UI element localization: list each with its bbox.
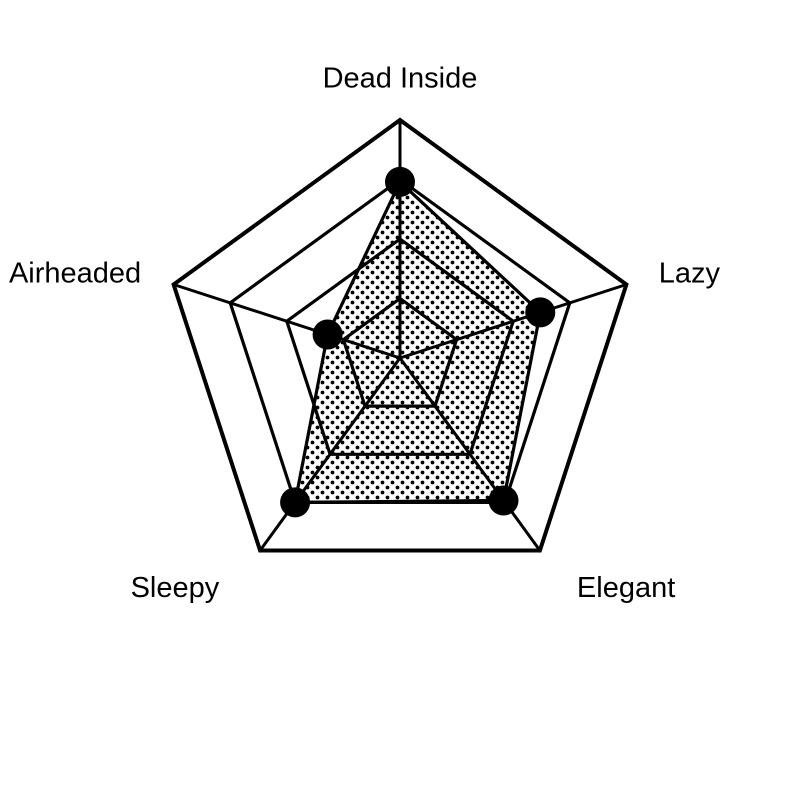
axis-label-dead-inside: Dead Inside	[323, 63, 478, 95]
data-point-elegant	[488, 485, 519, 516]
series-area-1	[293, 179, 543, 505]
data-point-dead-inside	[385, 166, 415, 197]
grid-ring-4	[171, 117, 629, 553]
data-point-lazy	[525, 297, 556, 328]
axis-label-airheaded: Airheaded	[9, 257, 141, 289]
axis-label-sleepy: Sleepy	[131, 572, 220, 604]
radar-data	[280, 166, 556, 518]
axis-label-elegant: Elegant	[577, 572, 675, 604]
axis-label-lazy: Lazy	[659, 257, 721, 289]
data-point-airheaded	[312, 319, 343, 350]
data-point-sleepy	[280, 487, 311, 518]
